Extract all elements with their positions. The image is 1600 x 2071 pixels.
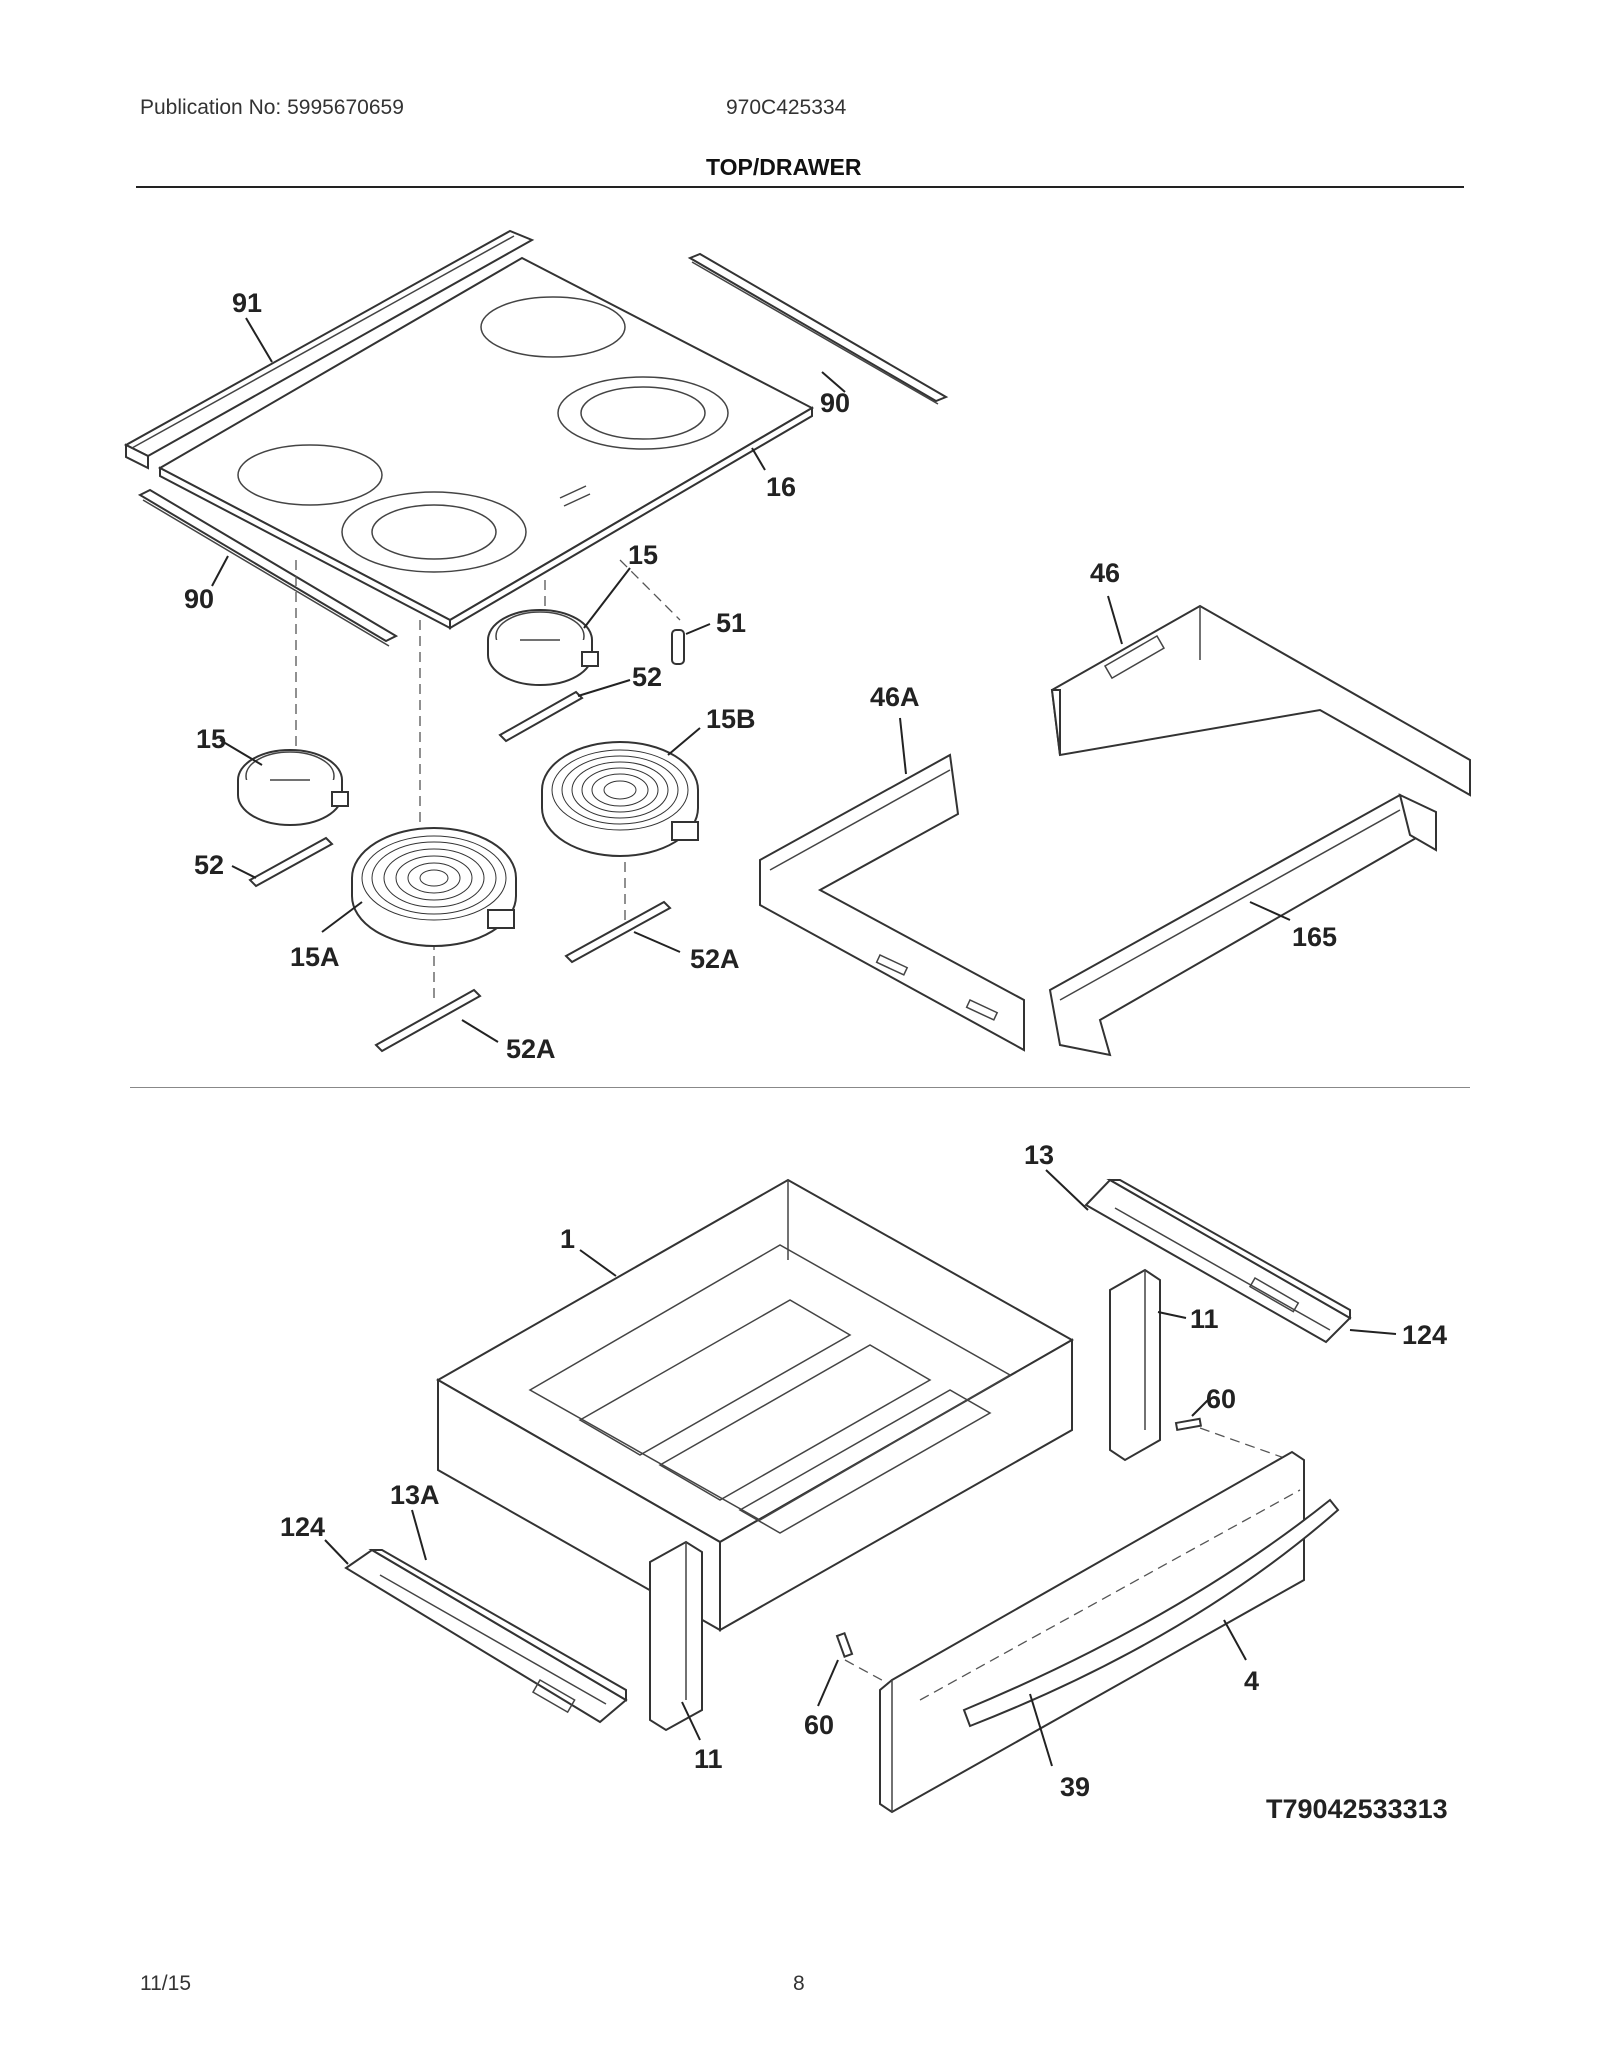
slide-rail-13A [344, 1548, 628, 1724]
label-15-left: 15 [196, 724, 226, 754]
label-11-right: 11 [1190, 1304, 1219, 1334]
label-124-left: 124 [280, 1512, 325, 1542]
label-16: 16 [766, 472, 796, 502]
label-1: 1 [560, 1224, 575, 1254]
label-124-right: 124 [1402, 1320, 1447, 1350]
label-15-upper: 15 [628, 540, 658, 570]
surface-element-15-left [237, 749, 349, 826]
model-number: 970C425334 [726, 96, 847, 119]
screw-60-right [1174, 1417, 1291, 1461]
label-13: 13 [1024, 1140, 1054, 1170]
leader-lines [211, 317, 1397, 1767]
label-52-upper: 52 [632, 662, 662, 692]
label-46A: 46A [870, 682, 920, 712]
bracket-51-part [671, 629, 685, 665]
drawer-handle-part [962, 1498, 1340, 1728]
publication-number: Publication No: 5995670659 [140, 96, 404, 119]
label-52-left: 52 [194, 850, 224, 880]
label-4: 4 [1244, 1666, 1259, 1696]
slide-rail-13 [1084, 1178, 1352, 1344]
figure-code: T79042533313 [1266, 1794, 1448, 1824]
label-52A-right: 52A [690, 944, 740, 974]
label-39: 39 [1060, 1772, 1090, 1802]
label-90-right: 90 [820, 388, 850, 418]
label-51: 51 [716, 608, 746, 638]
surface-element-15B [541, 741, 699, 857]
side-trim-right-part [687, 252, 949, 405]
glass-cooktop-part [157, 256, 815, 630]
rear-frame-46 [1050, 604, 1471, 797]
lower-frame-165 [1048, 793, 1437, 1057]
bracket-11-left [649, 1540, 703, 1732]
drawer-box-part [435, 1178, 1075, 1632]
rear-trim-part [123, 229, 535, 470]
strap-52-upper [498, 690, 584, 743]
label-11-left: 11 [694, 1744, 723, 1774]
label-91: 91 [232, 288, 262, 318]
label-13A: 13A [390, 1480, 440, 1510]
label-52A-bottom: 52A [506, 1034, 556, 1064]
bracket-11-right [1109, 1268, 1161, 1462]
strap-52A-right [564, 900, 672, 964]
label-60-left: 60 [804, 1710, 834, 1740]
label-90-left: 90 [184, 584, 214, 614]
strap-52-left [248, 836, 334, 888]
footer-date: 11/15 [140, 1972, 191, 1995]
strap-52A-bottom [374, 988, 482, 1053]
side-trim-left-part [137, 488, 399, 647]
part-labels: 91 90 16 90 15 51 52 15 15B 52 15A 52A 5… [184, 288, 1448, 1824]
drawer-front-part [879, 1450, 1305, 1814]
section-title: TOP/DRAWER [706, 154, 862, 180]
section-divider [130, 1087, 1470, 1088]
page-number: 8 [793, 1972, 805, 1995]
surface-element-15-upper [487, 609, 599, 686]
label-60-right: 60 [1206, 1384, 1236, 1414]
label-15B: 15B [706, 704, 756, 734]
header-rule [136, 186, 1464, 188]
surface-element-15A [351, 827, 517, 947]
side-frame-46A [759, 753, 1025, 1052]
label-15A: 15A [290, 942, 340, 972]
label-46: 46 [1090, 558, 1120, 588]
label-165: 165 [1292, 922, 1337, 952]
